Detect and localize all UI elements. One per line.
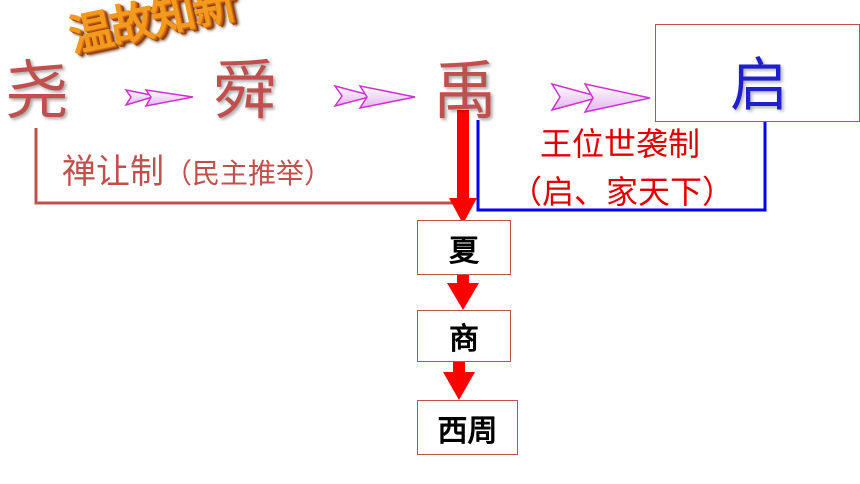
abdication-system-note: （民主推举） bbox=[164, 157, 333, 190]
abdication-system-main: 禅让制 bbox=[62, 152, 164, 192]
ruler-qi: 启 bbox=[730, 51, 789, 119]
red-arrow-xia-shang bbox=[447, 274, 479, 310]
qi-box bbox=[655, 24, 860, 122]
hollow-arrow-yu-qi bbox=[550, 82, 651, 114]
dynasty-box-shang: 商 bbox=[417, 310, 511, 362]
hollow-arrow-shun-yu bbox=[333, 84, 416, 110]
red-arrow-yu-xia bbox=[449, 110, 477, 224]
ruler-yu: 禹 bbox=[433, 55, 497, 129]
hereditary-bracket-line bbox=[476, 118, 767, 212]
hollow-arrow-yao-shun bbox=[124, 88, 194, 108]
ruler-shun: 舜 bbox=[213, 55, 277, 129]
red-arrow-shang-xizhou bbox=[443, 362, 475, 400]
ruler-yao: 尧 bbox=[5, 55, 69, 129]
abdication-system-label: 禅让制（民主推举） bbox=[62, 155, 332, 189]
hereditary-system-label: 王位世袭制 bbox=[540, 125, 701, 163]
hereditary-system-note: （启、家天下） bbox=[510, 173, 735, 211]
dynasty-box-xia: 夏 bbox=[417, 220, 511, 275]
shanrang-bracket-line bbox=[34, 128, 455, 205]
dynasty-box-xizhou: 西周 bbox=[417, 400, 518, 455]
